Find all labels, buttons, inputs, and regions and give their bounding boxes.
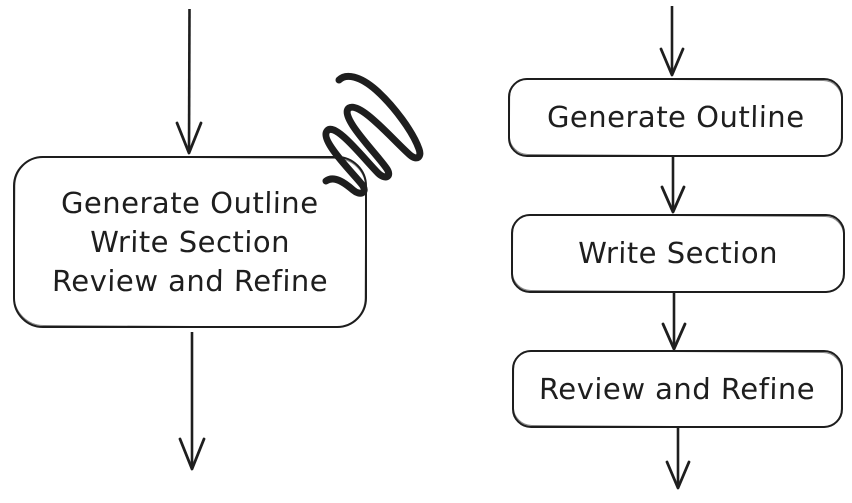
node-line: Generate Outline bbox=[60, 185, 320, 220]
scribble-icon bbox=[318, 56, 430, 208]
down-arrow bbox=[173, 8, 205, 156]
node-line: Review and Refine bbox=[51, 263, 329, 298]
combined-process-node: Generate Outline Write Section Review an… bbox=[13, 156, 367, 328]
down-arrow bbox=[656, 6, 688, 78]
down-arrow bbox=[657, 157, 689, 215]
node-label: Generate Outline bbox=[546, 100, 805, 134]
process-node-write-section: Write Section bbox=[511, 214, 845, 293]
down-arrow bbox=[662, 427, 694, 491]
down-arrow bbox=[658, 293, 690, 352]
node-label: Review and Refine bbox=[539, 371, 816, 406]
down-arrow bbox=[176, 331, 208, 472]
node-label: Write Section bbox=[577, 236, 779, 270]
process-node-review-and-refine: Review and Refine bbox=[512, 350, 843, 428]
node-line: Write Section bbox=[89, 224, 291, 259]
process-node-generate-outline: Generate Outline bbox=[508, 78, 843, 157]
